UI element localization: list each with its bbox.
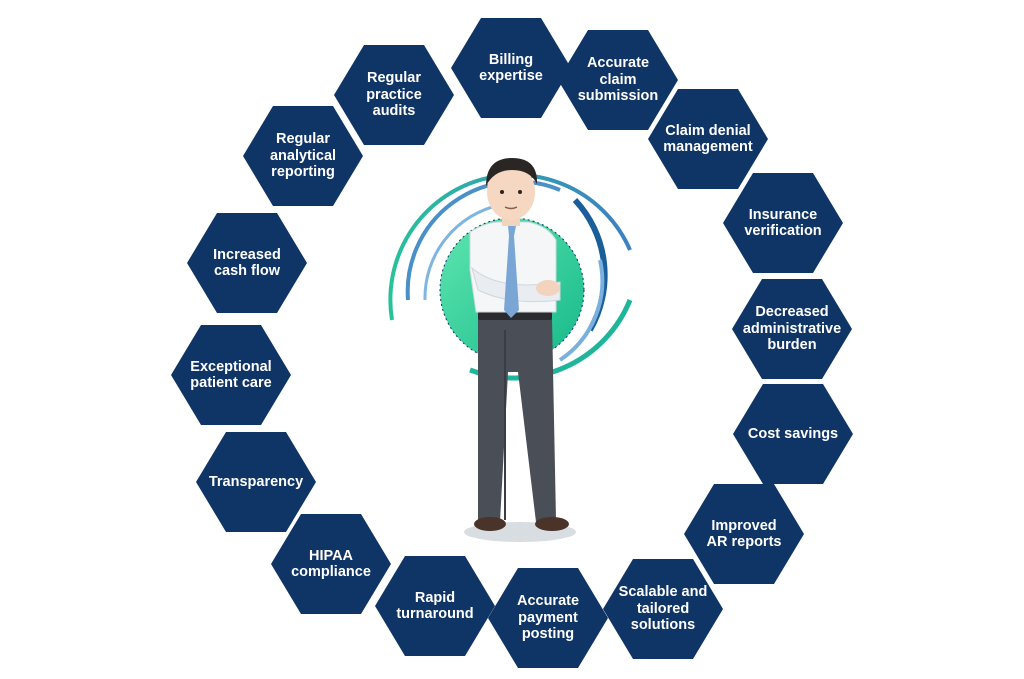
hex-label: Scalable and tailored solutions	[618, 584, 708, 634]
hex-transparency: Transparency	[196, 432, 316, 532]
hex-label: Regular practice audits	[366, 70, 422, 120]
decorative-rings	[388, 172, 633, 381]
hex-label: Rapid turnaround	[396, 589, 474, 623]
hex-label: Decreased administrative burden	[742, 304, 842, 354]
hex-accurate-payment-posting: Accurate payment posting	[488, 568, 608, 668]
hex-regular-practice-audits: Regular practice audits	[334, 45, 454, 145]
hex-label: Regular analytical reporting	[269, 131, 337, 181]
hex-label: Increased cash flow	[213, 246, 281, 280]
hex-billing-expertise: Billing expertise	[451, 18, 571, 118]
hex-claim-denial-management: Claim denial management	[648, 89, 768, 189]
hex-improved-ar-reports: Improved AR reports	[684, 484, 804, 584]
hex-label: Exceptional patient care	[190, 358, 272, 392]
hex-label: Cost savings	[747, 425, 839, 442]
hex-label: HIPAA compliance	[291, 547, 371, 581]
hex-hipaa-compliance: HIPAA compliance	[271, 514, 391, 614]
hex-label: Improved AR reports	[706, 517, 782, 551]
hex-decreased-administrative-burden: Decreased administrative burden	[732, 279, 852, 379]
hex-exceptional-patient-care: Exceptional patient care	[171, 325, 291, 425]
hex-label: Accurate claim submission	[577, 55, 659, 105]
hex-scalable-and-tailored-solutions: Scalable and tailored solutions	[603, 559, 723, 659]
hex-cost-savings: Cost savings	[733, 384, 853, 484]
businessman-figure	[464, 158, 576, 542]
hex-label: Accurate payment posting	[516, 593, 580, 643]
hex-regular-analytical-reporting: Regular analytical reporting	[243, 106, 363, 206]
hex-label: Claim denial management	[663, 122, 753, 156]
hex-accurate-claim-submission: Accurate claim submission	[558, 30, 678, 130]
hex-label: Billing expertise	[479, 51, 543, 85]
hex-label: Transparency	[208, 473, 304, 490]
hex-increased-cash-flow: Increased cash flow	[187, 213, 307, 313]
hex-label: Insurance verification	[744, 206, 822, 240]
hex-insurance-verification: Insurance verification	[723, 173, 843, 273]
hex-rapid-turnaround: Rapid turnaround	[375, 556, 495, 656]
